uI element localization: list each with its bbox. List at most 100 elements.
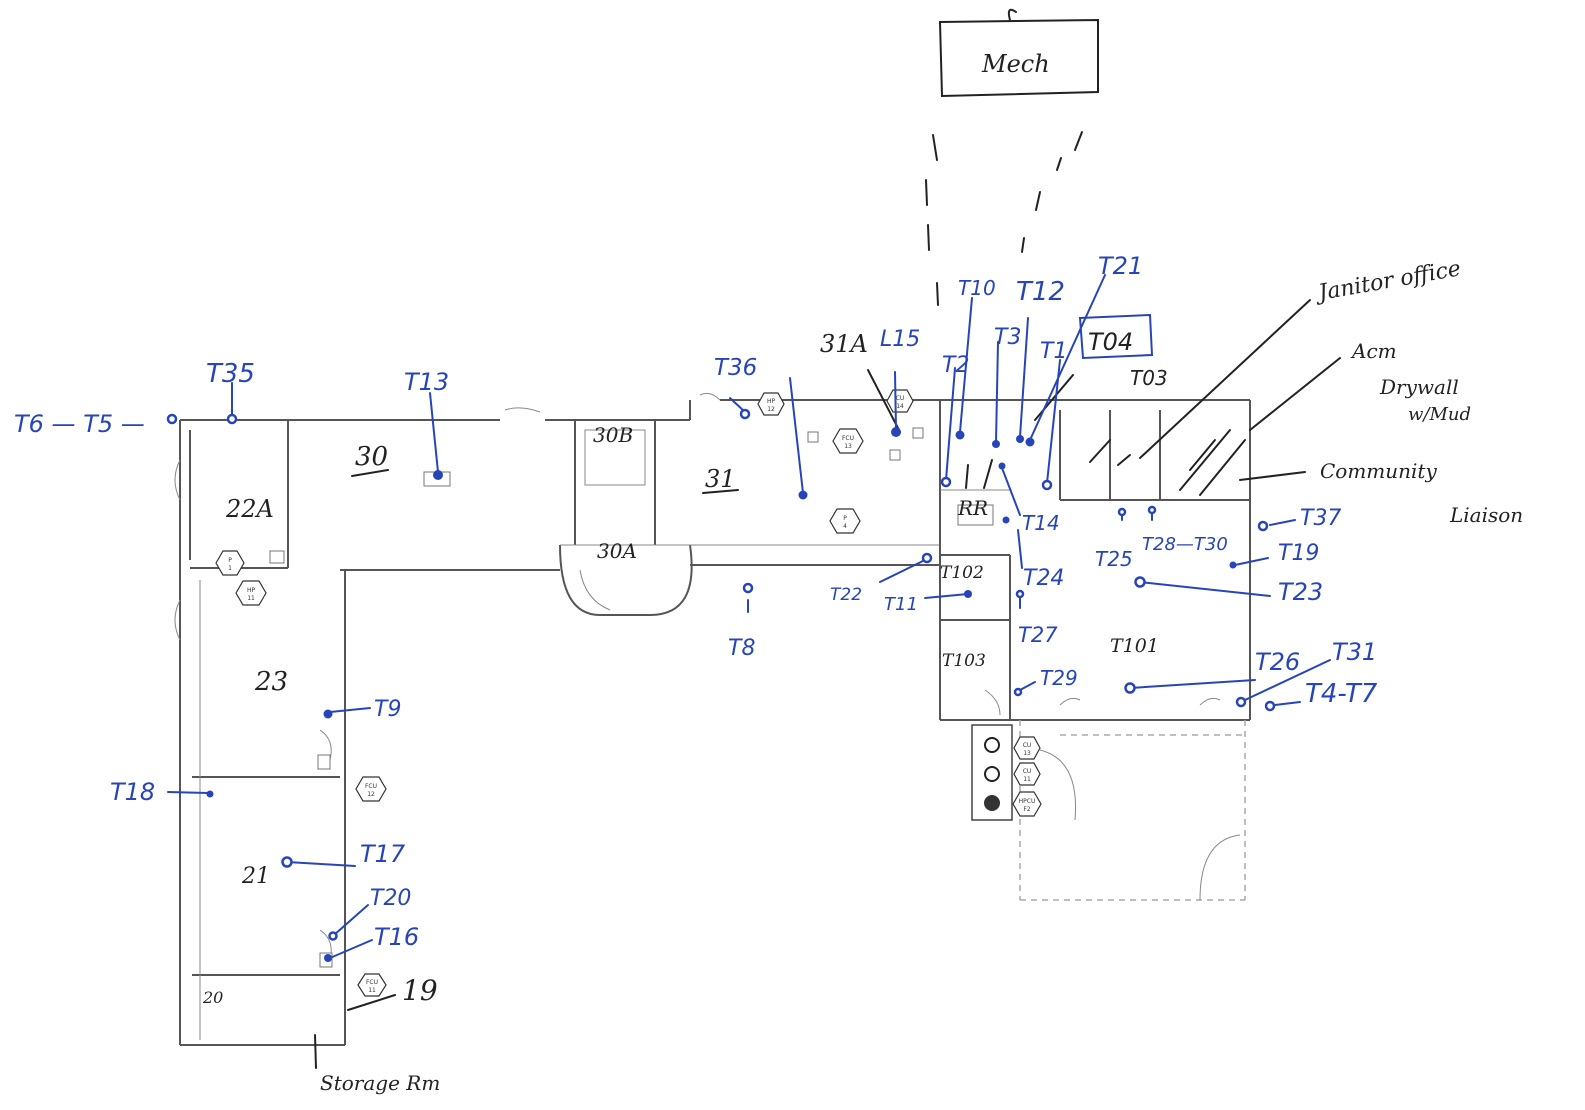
svg-text:P: P bbox=[843, 515, 847, 522]
svg-text:13: 13 bbox=[1023, 750, 1031, 757]
liaison-label: Liaison bbox=[1449, 503, 1523, 527]
sample-dot bbox=[739, 408, 751, 420]
tag-t8: T8 bbox=[728, 636, 755, 661]
sample-dot bbox=[1147, 505, 1157, 515]
sample-dot bbox=[323, 709, 333, 719]
drywall-label: Drywall bbox=[1379, 375, 1459, 399]
tag-t17: T17 bbox=[360, 840, 406, 868]
hex-hpcu-f2: HPCU F2 bbox=[1012, 791, 1042, 817]
hex-fcu-13: FCU 13 bbox=[832, 428, 864, 454]
sample-dot bbox=[1257, 520, 1269, 532]
svg-text:1: 1 bbox=[228, 565, 232, 572]
room-21: 21 bbox=[241, 864, 270, 889]
sample-dot bbox=[998, 462, 1006, 470]
sample-dot bbox=[1041, 479, 1053, 491]
room-t103: T103 bbox=[942, 651, 986, 671]
room-19: 19 bbox=[402, 974, 438, 1007]
community-label: Community bbox=[1320, 459, 1437, 483]
sample-dot bbox=[281, 856, 293, 868]
sample-dot bbox=[166, 413, 178, 425]
sample-dot bbox=[1124, 682, 1136, 694]
blue-leaders bbox=[167, 274, 1331, 959]
black-annotations: Mech 30 30B 30A 31 31A 22A 23 21 20 19 R… bbox=[202, 8, 1523, 1095]
tag-t3: T3 bbox=[994, 325, 1021, 350]
tag-t25: T25 bbox=[1095, 547, 1133, 571]
sample-dot bbox=[1264, 700, 1276, 712]
tag-t1: T1 bbox=[1040, 339, 1067, 364]
tag-t29: T29 bbox=[1040, 666, 1078, 690]
mech-label: Mech bbox=[981, 50, 1050, 78]
sample-labels: T6 — T5 — T35 T13 T36 L15 T10 T12 T21 T2… bbox=[14, 252, 1378, 951]
tag-t6-t5: T6 — T5 — bbox=[14, 410, 145, 438]
svg-text:FCU: FCU bbox=[842, 435, 854, 442]
svg-text:FCU: FCU bbox=[365, 783, 377, 790]
sample-dot bbox=[328, 931, 338, 941]
hex-fcu-11: FCU 11 bbox=[357, 973, 387, 997]
svg-text:11: 11 bbox=[1023, 776, 1031, 783]
tag-t21: T21 bbox=[1098, 252, 1143, 280]
room-31a: 31A bbox=[820, 330, 868, 358]
tag-t16: T16 bbox=[374, 923, 419, 951]
sample-dot bbox=[226, 413, 238, 425]
mud-label: w/Mud bbox=[1408, 404, 1471, 425]
room-20: 20 bbox=[202, 988, 223, 1007]
svg-text:P: P bbox=[228, 557, 232, 564]
sample-dot bbox=[1015, 589, 1025, 599]
svg-text:13: 13 bbox=[844, 443, 852, 450]
svg-text:4: 4 bbox=[843, 523, 847, 530]
room-22a: 22A bbox=[225, 495, 274, 523]
tag-t19: T19 bbox=[1278, 541, 1319, 566]
svg-text:12: 12 bbox=[367, 791, 375, 798]
svg-text:CU: CU bbox=[1023, 742, 1032, 749]
sample-dot bbox=[1002, 516, 1010, 524]
room-t102: T102 bbox=[940, 563, 984, 583]
tag-t23: T23 bbox=[1278, 578, 1323, 606]
svg-text:HP: HP bbox=[247, 587, 256, 594]
room-31: 31 bbox=[705, 465, 736, 493]
svg-text:12: 12 bbox=[767, 406, 775, 413]
acm-label: Acm bbox=[1350, 339, 1397, 363]
sample-dot bbox=[1117, 507, 1127, 517]
tag-t26: T26 bbox=[1255, 648, 1300, 676]
hex-p-4: P 4 bbox=[829, 508, 861, 534]
device-boxes bbox=[269, 427, 1000, 968]
tag-t10: T10 bbox=[958, 276, 996, 300]
tag-t12: T12 bbox=[1016, 277, 1065, 307]
hex-hp-11: HP 11 bbox=[235, 580, 267, 606]
room-t101: T101 bbox=[1110, 635, 1159, 657]
sample-dot bbox=[1134, 576, 1146, 588]
tag-t20: T20 bbox=[370, 886, 411, 911]
hex-cu-14: CU 14 bbox=[886, 389, 914, 413]
tag-t04: T04 bbox=[1088, 328, 1133, 356]
sample-dot bbox=[940, 476, 952, 488]
svg-text:CU: CU bbox=[1023, 768, 1032, 775]
svg-text:F2: F2 bbox=[1023, 806, 1030, 813]
svg-text:14: 14 bbox=[896, 403, 904, 410]
tag-t35: T35 bbox=[206, 359, 255, 389]
hex-tags: HP 12 CU 14 FCU 13 P 4 P 1 HP 11 bbox=[215, 389, 1042, 997]
sample-dot bbox=[992, 440, 1000, 448]
sample-dot bbox=[891, 427, 901, 437]
storage-label: Storage Rm bbox=[320, 1071, 440, 1095]
sample-dots bbox=[166, 408, 1276, 962]
room-30b: 30B bbox=[593, 423, 633, 447]
sample-dot bbox=[921, 552, 933, 564]
tag-t24: T24 bbox=[1023, 566, 1064, 591]
sample-dot bbox=[1016, 435, 1024, 443]
room-rr: RR bbox=[957, 496, 988, 520]
tag-t4-t7: T4-T7 bbox=[1305, 679, 1378, 709]
tag-t2: T2 bbox=[942, 353, 969, 378]
svg-text:HP: HP bbox=[767, 398, 776, 405]
tag-l15: L15 bbox=[880, 327, 920, 352]
tag-t37: T37 bbox=[1300, 506, 1341, 531]
sample-dot bbox=[1013, 687, 1023, 697]
hex-cu-13: CU 13 bbox=[1013, 736, 1041, 760]
sample-dot bbox=[964, 590, 972, 598]
svg-text:11: 11 bbox=[247, 595, 255, 602]
svg-text:FCU: FCU bbox=[366, 979, 378, 986]
tag-t22: T22 bbox=[830, 585, 862, 605]
svg-text:CU: CU bbox=[896, 395, 905, 402]
hex-hp-12: HP 12 bbox=[757, 392, 785, 416]
tag-t18: T18 bbox=[110, 778, 155, 806]
